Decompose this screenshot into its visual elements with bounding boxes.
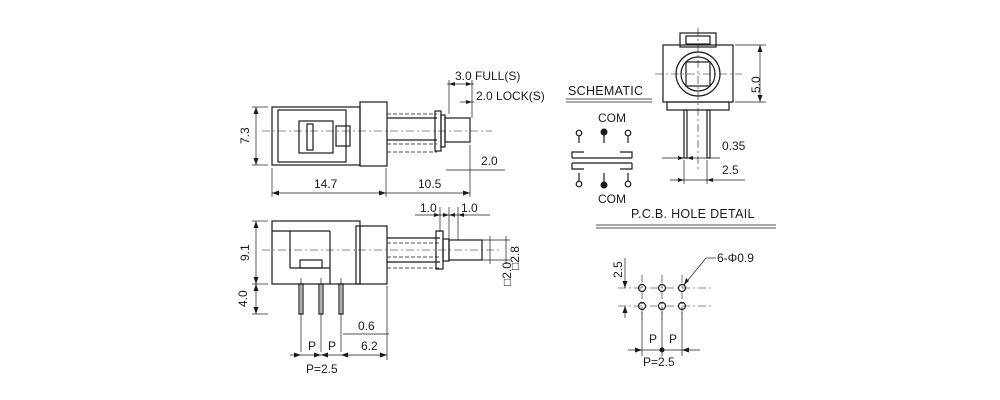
travel-full-label: 3.0 FULL(S) — [455, 69, 520, 83]
contact-1-bot — [575, 180, 583, 188]
pcb-hole-6 — [677, 301, 687, 311]
pcb-hole-detail: P.C.B. HOLE DETAIL 6-Φ0.9 2.5 P P — [596, 207, 776, 369]
contact-3-bot — [624, 180, 632, 188]
pin-thickness-dim: 0.6 — [358, 319, 375, 333]
side-window — [298, 120, 334, 154]
actuator-length-dim: 10.5 — [418, 177, 442, 191]
schematic-com-top: COM — [598, 111, 626, 125]
end-view: 5.0 0.35 2.5 — [655, 28, 766, 184]
pcb-hole-2 — [657, 283, 667, 293]
end-base — [666, 101, 730, 111]
body-height-dim: 9.1 — [238, 244, 252, 261]
contact-3-top — [624, 129, 632, 137]
com-dot-top — [600, 128, 608, 136]
side-collar — [359, 101, 388, 167]
end-pin-2 — [706, 109, 711, 159]
pcb-hole-1 — [637, 283, 647, 293]
schematic: SCHEMATIC COM COM — [566, 84, 652, 206]
end-pin-1 — [683, 109, 688, 159]
pcb-pin-label-2: P — [669, 332, 677, 346]
schematic-title: SCHEMATIC — [568, 84, 643, 98]
side-body-inner — [277, 109, 347, 163]
slider-top — [571, 151, 633, 159]
front-pitch-label: P=2.5 — [306, 362, 338, 376]
side-slot — [306, 123, 314, 151]
pin-length-dim: 4.0 — [236, 290, 250, 307]
contact-1-top — [575, 129, 583, 137]
end-pin-width-dim: 0.35 — [722, 139, 746, 153]
com-dot-bot — [600, 181, 608, 189]
width-top2-dim: 1.0 — [461, 201, 478, 215]
pcb-title: P.C.B. HOLE DETAIL — [631, 207, 755, 221]
pcb-hole-4 — [637, 301, 647, 311]
front-collar — [355, 225, 388, 285]
actuator-extra-dim: 2.0 — [481, 154, 498, 168]
side-body — [271, 106, 361, 166]
pcb-hole-5 — [657, 301, 667, 311]
slider-bottom — [571, 162, 633, 170]
travel-lock-label: 2.0 LOCK(S) — [476, 89, 545, 103]
side-height-dim: 7.3 — [238, 127, 252, 144]
body-length-dim: 14.7 — [314, 177, 338, 191]
front-notch — [299, 259, 323, 269]
side-knob — [444, 117, 471, 143]
pin-offset-dim: 6.2 — [361, 339, 378, 353]
pcb-pin-label-1: P — [649, 332, 657, 346]
schematic-com-bottom: COM — [598, 192, 626, 206]
square-a-dim: □2.0 — [500, 262, 514, 286]
pcb-hole-3 — [677, 283, 687, 293]
end-pin-pitch-dim: 2.5 — [722, 163, 739, 177]
pcb-pitch-label: P=2.5 — [643, 355, 675, 369]
pcb-holes-label: 6-Φ0.9 — [717, 251, 754, 265]
side-clip — [335, 125, 351, 147]
front-pin-label-1: P — [308, 339, 316, 353]
side-view: 7.3 14.7 10.5 2.0 3.0 FULL(S) 2.0 LOCK(S… — [238, 69, 545, 197]
square-b-dim: □2.8 — [508, 246, 522, 270]
front-view: 9.1 4.0 1.0 1.0 □2.0 □2.8 0.6 6.2 P P P=… — [236, 201, 522, 376]
end-height-dim: 5.0 — [749, 76, 763, 93]
width-top-dim: 1.0 — [420, 201, 437, 215]
pcb-row-pitch-dim: 2.5 — [611, 261, 625, 278]
front-pin-label-2: P — [328, 339, 336, 353]
